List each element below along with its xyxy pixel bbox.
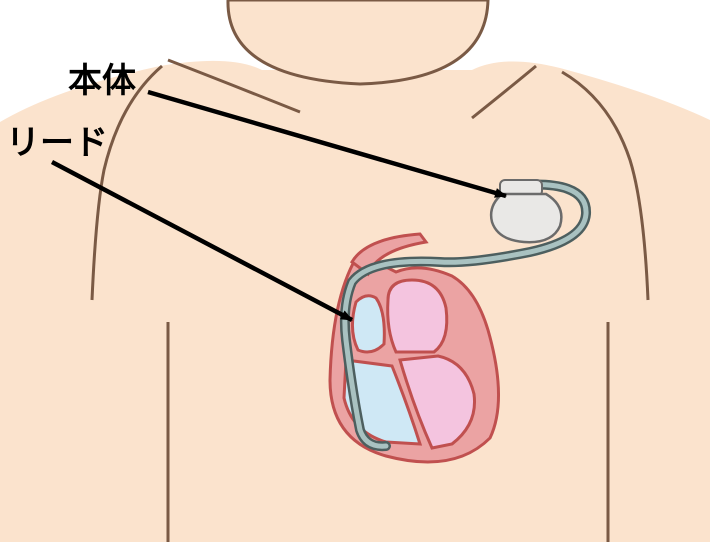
- lead-label: リード: [6, 126, 108, 160]
- left-atrium: [388, 280, 447, 352]
- device-can: [491, 194, 561, 242]
- right-atrium: [352, 296, 384, 352]
- device-body-label: 本体: [68, 64, 136, 98]
